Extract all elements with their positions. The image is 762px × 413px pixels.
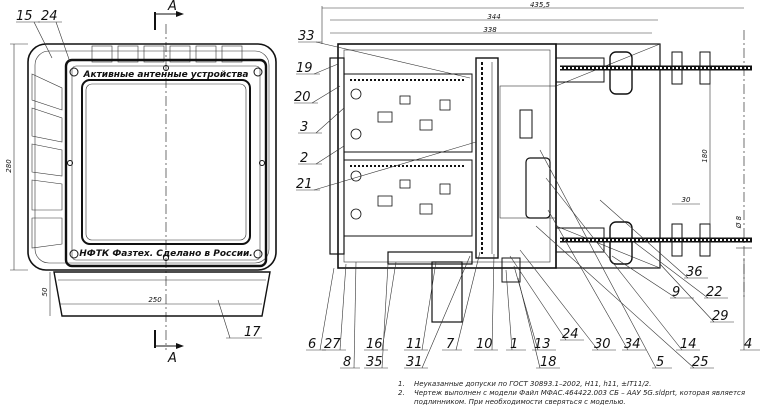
connector-block xyxy=(475,57,499,259)
callout-24b: 24 xyxy=(562,327,579,342)
module-chip xyxy=(519,109,533,139)
top-fins xyxy=(91,45,243,63)
bottom-connector-row xyxy=(387,251,473,265)
note-2: 2. Чертеж выполнен с модели Файл МФАС.46… xyxy=(398,389,758,398)
callout-19: 19 xyxy=(296,61,313,76)
callout-1: 1 xyxy=(510,337,518,352)
dim-overall-width: 435,5 xyxy=(530,1,551,9)
dim-base-width: 250 xyxy=(148,296,162,304)
side-view xyxy=(329,30,752,323)
upper-nut-1 xyxy=(671,51,683,85)
callout-21: 21 xyxy=(296,177,313,192)
dim-bracket-30: 30 xyxy=(682,196,691,204)
callout-22: 22 xyxy=(706,285,723,300)
note-2-number: 2. xyxy=(398,389,405,397)
callout-15: 15 xyxy=(16,9,33,24)
plate-label-top: Активные антенные устройства xyxy=(83,70,249,80)
mount-bracket xyxy=(555,43,661,269)
dim-width-344: 344 xyxy=(487,13,500,21)
callout-9: 9 xyxy=(672,285,680,300)
callout-35: 35 xyxy=(366,355,383,370)
side-dimensions: 435,5 344 338 180 30 Ø 8 xyxy=(321,1,752,249)
callout-14: 14 xyxy=(680,337,697,352)
pcb-components xyxy=(350,88,451,220)
dim-base-height: 50 xyxy=(41,287,49,296)
callout-5: 5 xyxy=(656,355,664,370)
side-housing-inner xyxy=(343,49,551,263)
front-dimensions: 280 50 250 xyxy=(5,43,262,316)
callout-4: 4 xyxy=(744,337,752,352)
callout-10: 10 xyxy=(476,337,493,352)
front-housing-outline xyxy=(27,43,277,271)
upper-u-bolt xyxy=(609,51,633,95)
section-mark-bottom: A xyxy=(154,330,184,366)
note-2-continued: подлинником. При необходимости сверяться… xyxy=(398,398,758,407)
drawing-notes: 1. Неуказанные допуски по ГОСТ 30893.1–2… xyxy=(398,380,758,407)
callout-8: 8 xyxy=(343,355,351,370)
callout-18: 18 xyxy=(540,355,557,370)
front-callouts: 15 24 17 xyxy=(16,9,262,340)
side-front-cover xyxy=(329,57,345,255)
pcb-lower xyxy=(343,159,473,237)
callout-24: 24 xyxy=(41,9,58,24)
note-2-cont-number xyxy=(398,398,414,407)
section-label-top: A xyxy=(167,0,177,14)
front-window-inner xyxy=(85,83,247,241)
note-2-text: Чертеж выполнен с модели Файл МФАС.46442… xyxy=(414,389,746,397)
callout-2: 2 xyxy=(300,151,308,166)
right-module xyxy=(499,85,557,219)
dim-width-338: 338 xyxy=(483,26,497,34)
cable-gland xyxy=(431,261,463,323)
callout-6: 6 xyxy=(308,337,316,352)
front-view: Активные антенные устройства НФТК Фазтех… xyxy=(27,24,277,350)
callout-11: 11 xyxy=(406,337,423,352)
callout-7: 7 xyxy=(446,337,455,352)
callout-20: 20 xyxy=(294,90,311,105)
left-fins xyxy=(31,73,63,249)
side-callouts-bottom: 6 27 8 16 35 11 31 7 10 1 13 18 24 30 34… xyxy=(306,149,760,370)
callout-34: 34 xyxy=(624,337,641,352)
lower-nut-1 xyxy=(671,223,683,257)
section-label-bottom: A xyxy=(167,351,177,366)
note-1: 1. Неуказанные допуски по ГОСТ 30893.1–2… xyxy=(398,380,758,389)
callout-33: 33 xyxy=(298,29,315,44)
front-base-block xyxy=(53,271,271,317)
front-housing-inner xyxy=(34,50,270,264)
callout-3: 3 xyxy=(300,120,308,135)
pcb-upper xyxy=(343,73,473,153)
side-housing xyxy=(337,43,557,269)
callout-16: 16 xyxy=(366,337,383,352)
callout-17: 17 xyxy=(244,325,261,340)
dim-rod-diameter: Ø 8 xyxy=(735,215,743,229)
dim-front-height: 280 xyxy=(5,159,13,173)
dim-side-height: 180 xyxy=(701,149,709,163)
callout-36: 36 xyxy=(686,265,703,280)
callout-31: 31 xyxy=(406,355,423,370)
note-1-number: 1. xyxy=(398,380,405,388)
side-callouts-left: 33 19 20 3 2 21 xyxy=(294,29,477,192)
callout-29: 29 xyxy=(712,309,729,324)
callout-25: 25 xyxy=(692,355,709,370)
callout-13: 13 xyxy=(534,337,551,352)
note-1-text: Неуказанные допуски по ГОСТ 30893.1–2002… xyxy=(414,380,652,388)
side-callouts-right: 9 22 29 36 xyxy=(599,199,734,324)
callout-30: 30 xyxy=(594,337,611,352)
module-coil xyxy=(525,157,551,219)
bracket-brace-top xyxy=(555,43,661,87)
bracket-brace-bottom xyxy=(555,225,661,269)
lower-u-bolt xyxy=(609,221,633,265)
callout-27: 27 xyxy=(324,337,341,352)
section-mark-top: A xyxy=(154,0,184,30)
note-2-cont-text: подлинником. При необходимости сверяться… xyxy=(414,398,626,406)
